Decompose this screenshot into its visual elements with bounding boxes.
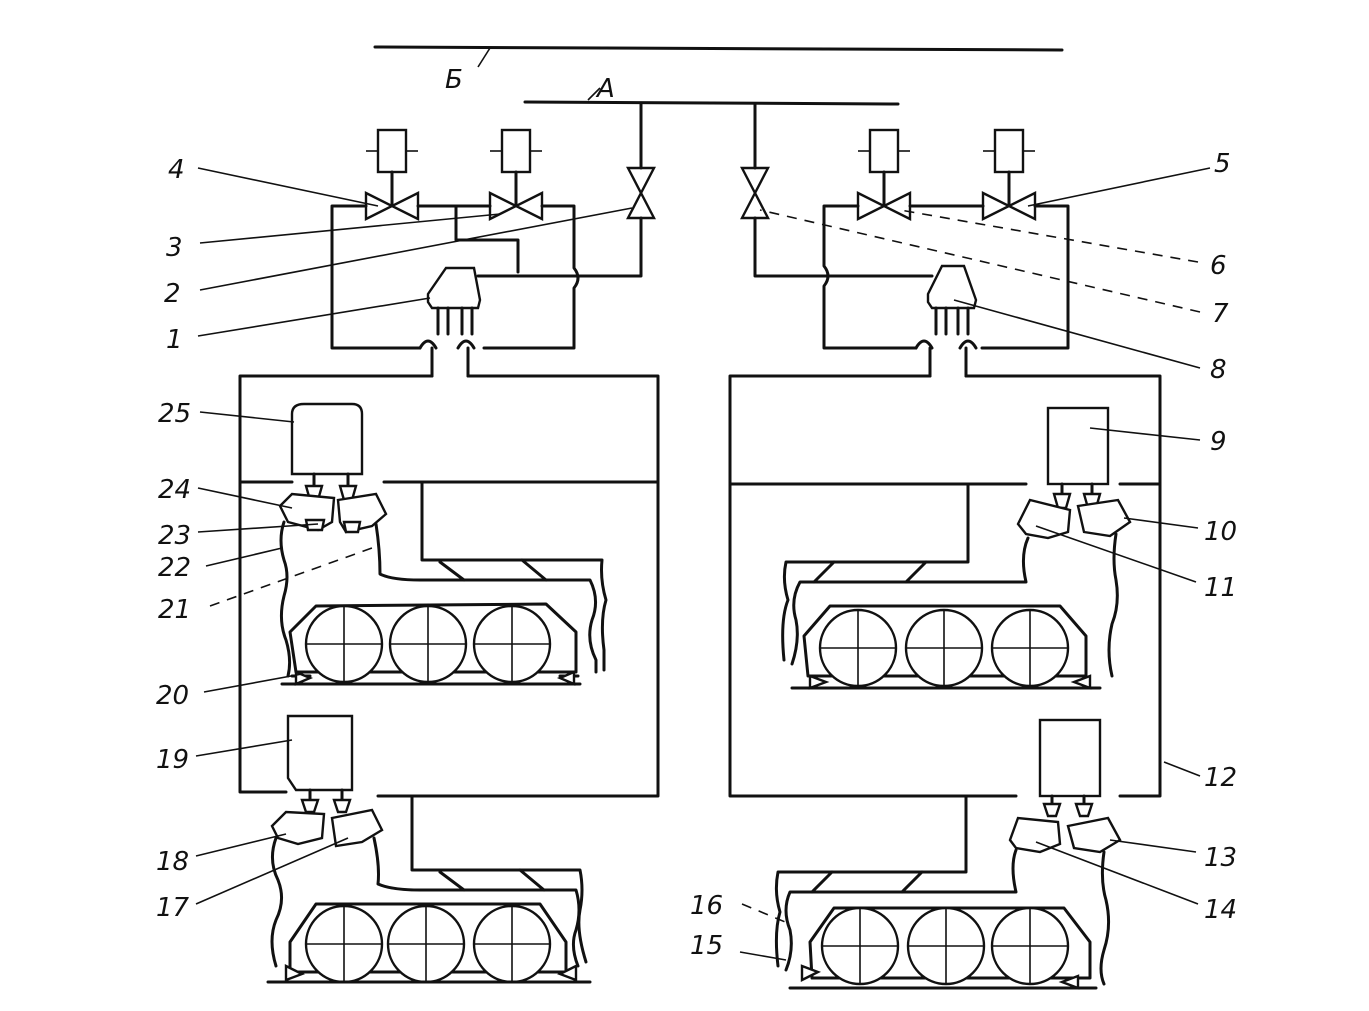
label-19: 19 <box>156 745 189 775</box>
label-25: 25 <box>158 399 191 429</box>
pump-19-icon <box>286 714 354 792</box>
label-18: 18 <box>156 847 189 877</box>
leader-lines <box>195 167 1211 961</box>
valve-5-actuator <box>983 128 1035 206</box>
label-4: 4 <box>168 155 185 185</box>
label-9: 9 <box>1210 427 1227 457</box>
pump-12-block-icon <box>1038 718 1102 798</box>
label-6: 6 <box>1210 251 1227 281</box>
right-control-group <box>740 102 1070 378</box>
label-15: 15 <box>690 931 723 961</box>
valve-4-icon <box>364 191 420 221</box>
right-lower-track <box>788 906 1098 990</box>
right-upper-track <box>790 604 1102 690</box>
valve-2-icon <box>626 166 656 220</box>
bus-b-label: Б <box>445 65 463 95</box>
bus-b-line <box>373 45 1064 52</box>
label-24: 24 <box>158 475 191 505</box>
label-12: 12 <box>1204 763 1237 793</box>
hydromotor-11-icon <box>1016 498 1072 540</box>
distributor-1-icon <box>426 266 482 310</box>
hydromotor-13-icon <box>1066 816 1122 854</box>
label-21: 21 <box>158 595 191 625</box>
left-lower-track <box>266 902 592 984</box>
label-14: 14 <box>1204 895 1237 925</box>
bus-a-leader <box>587 87 601 101</box>
distributor-8-icon <box>926 264 978 310</box>
valve-7-icon <box>740 166 770 220</box>
left-control-group <box>330 102 656 378</box>
hydromotor-18-icon <box>270 810 326 846</box>
hydromotor-10-icon <box>1076 498 1132 538</box>
left-upper-track <box>280 602 582 686</box>
valve-3-actuator <box>490 128 542 206</box>
pump-25-icon <box>290 402 364 476</box>
number-labels: 4 3 2 1 25 24 23 22 21 20 19 18 17 16 15… <box>156 149 1237 961</box>
label-20: 20 <box>156 681 189 711</box>
pump-9-icon <box>1046 406 1110 486</box>
label-16: 16 <box>690 891 723 921</box>
bus-a-label: А <box>595 74 615 104</box>
valve-6-actuator <box>858 128 910 206</box>
valve-4-actuator <box>366 128 418 206</box>
label-11: 11 <box>1204 573 1237 603</box>
label-7: 7 <box>1212 299 1229 329</box>
label-10: 10 <box>1204 517 1237 547</box>
valve-3-icon <box>488 191 544 221</box>
label-23: 23 <box>158 521 191 551</box>
label-22: 22 <box>158 553 191 583</box>
hydromotor-14-icon <box>1008 816 1062 854</box>
label-17: 17 <box>156 893 190 923</box>
label-1: 1 <box>166 325 183 355</box>
label-13: 13 <box>1204 843 1237 873</box>
label-8: 8 <box>1210 355 1227 385</box>
bus-a-line <box>523 100 900 106</box>
bus-b-leader <box>477 47 491 68</box>
label-2: 2 <box>164 279 181 309</box>
hydromotor-17-icon <box>330 808 384 848</box>
label-3: 3 <box>166 233 183 263</box>
label-5: 5 <box>1214 149 1231 179</box>
